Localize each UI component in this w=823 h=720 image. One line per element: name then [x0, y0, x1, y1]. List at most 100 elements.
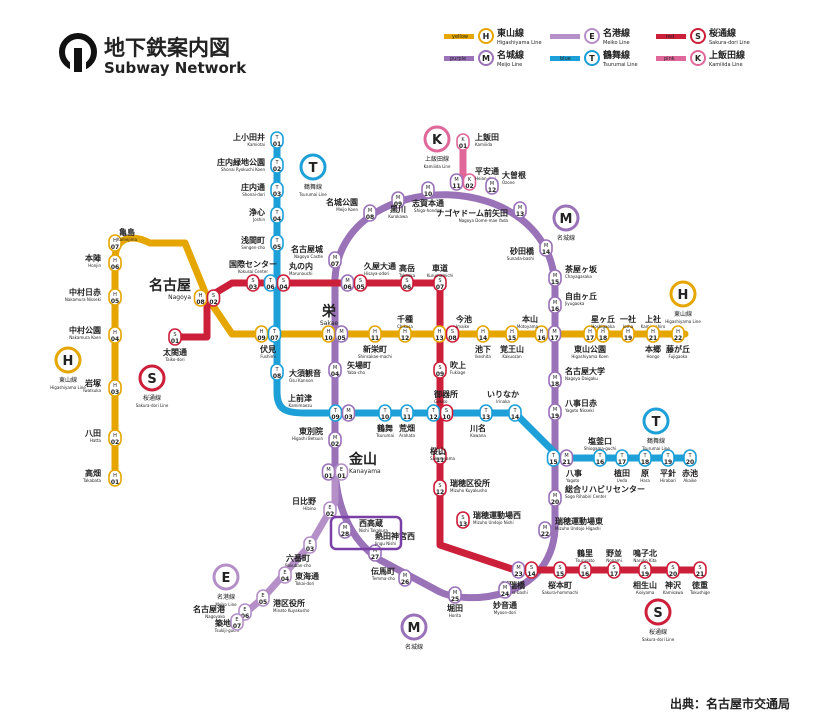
station-name-ja: 新瑞橋 [501, 580, 526, 590]
station-name-ja: 国際センター [229, 259, 277, 269]
station-name-ja: 大曽根 [502, 170, 526, 180]
station-code-marker [206, 289, 221, 307]
station-code-marker [108, 379, 122, 397]
station-name-ja: 藤が丘 [665, 344, 690, 354]
station-code-letter: S [643, 565, 646, 571]
station-code-marker [353, 274, 368, 292]
station-name-en: Kurumamichi [427, 273, 453, 278]
station-name-ja: 鶴舞 [376, 423, 393, 433]
station-name-en: Ozone [502, 180, 515, 185]
station-code-marker [439, 404, 454, 422]
station-code-number: 03 [249, 284, 257, 291]
station-code-letter: T [274, 135, 279, 141]
station-code-marker [448, 586, 462, 604]
